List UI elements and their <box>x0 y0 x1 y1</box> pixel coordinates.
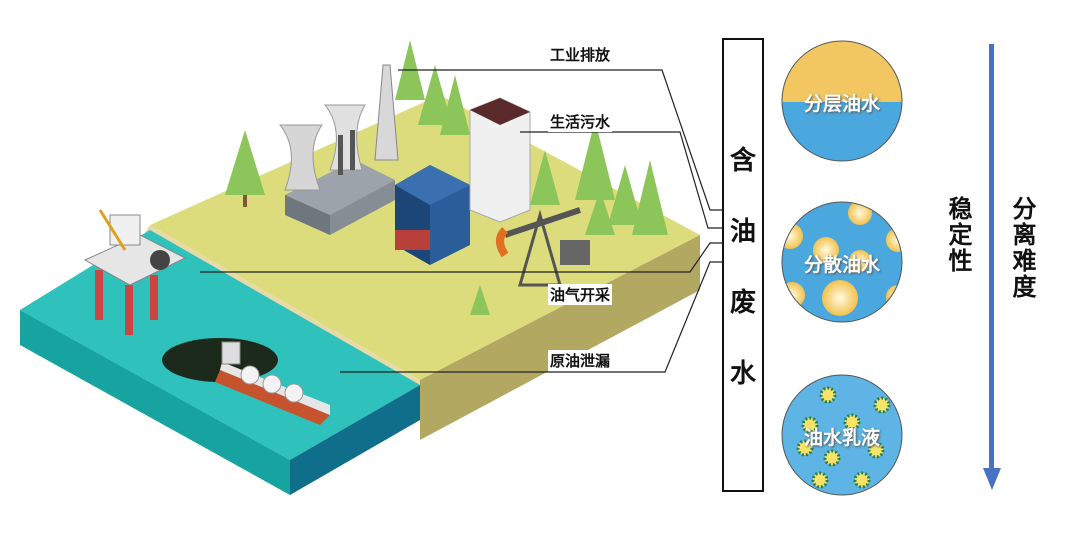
source-label-oil-gas: 油气开采 <box>548 284 613 305</box>
oil-pumpjack-icon <box>496 207 590 287</box>
factory-icon <box>278 64 399 235</box>
trees <box>225 40 668 315</box>
land-side <box>420 235 700 440</box>
type-label-layered: 分层油水 <box>803 93 880 115</box>
stability-label: 稳定性 <box>944 196 972 274</box>
office-buildings <box>395 97 531 265</box>
oil-water-emulsion-icon <box>781 374 903 496</box>
sea-front <box>20 310 290 495</box>
sea-side <box>290 385 420 495</box>
leader-lines <box>200 69 722 373</box>
source-label-domestic: 生活污水 <box>548 111 613 132</box>
center-char: 水 <box>729 359 756 389</box>
source-label-industrial: 工业排放 <box>548 44 613 65</box>
increasing-arrow-icon <box>983 44 1001 490</box>
center-char: 油 <box>729 217 756 247</box>
center-char: 废 <box>729 288 756 318</box>
type-label-dispersed: 分散油水 <box>803 254 880 276</box>
center-char: 含 <box>729 146 756 176</box>
oil-water-types <box>781 40 903 496</box>
oily-wastewater-box: 含 油 废 水 <box>722 38 764 492</box>
separation-difficulty-label: 分离难度 <box>1008 196 1036 300</box>
oil-tanker-icon <box>215 341 330 425</box>
offshore-platform-icon <box>83 209 187 335</box>
type-label-emulsion: 油水乳液 <box>803 427 880 449</box>
dispersed-oil-water-icon <box>781 201 903 323</box>
source-label-spill: 原油泄漏 <box>548 350 613 371</box>
